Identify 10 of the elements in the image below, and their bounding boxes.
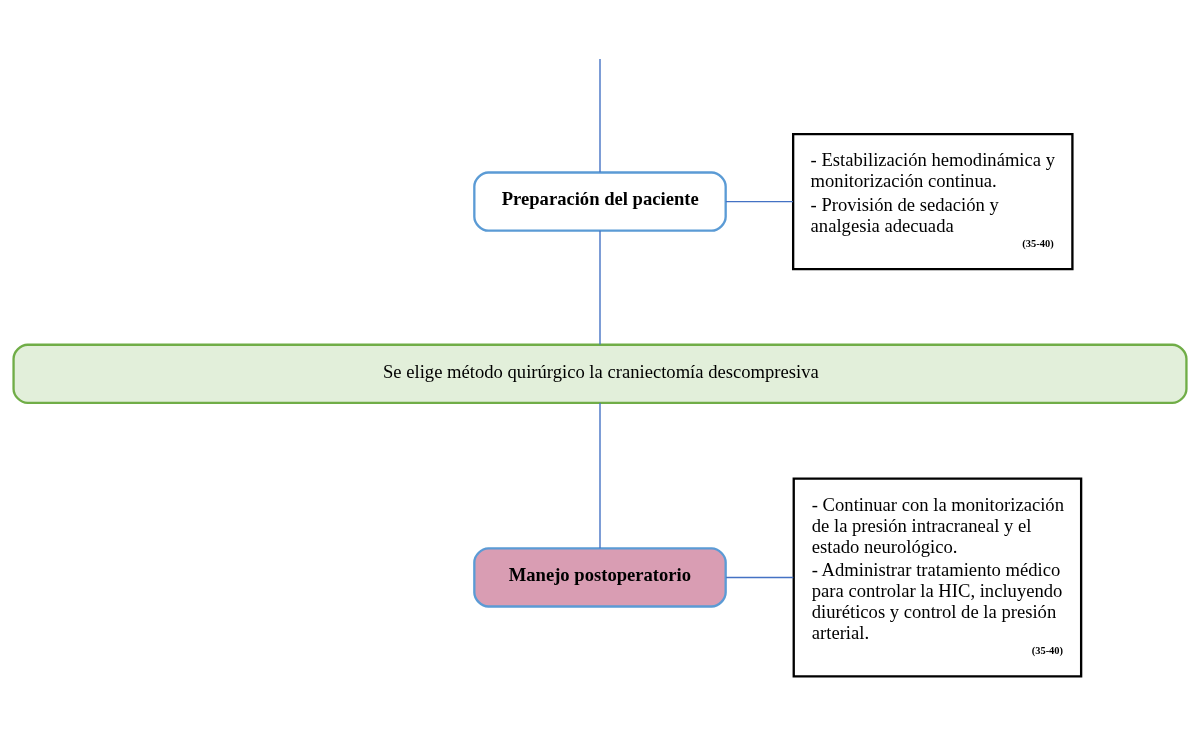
node-box: - Continuar con la monitorización de la presión intracraneal y el estado neurológico. - Administrar tratamiento médico para controlar la HIC, incluyendo diuréticos y control de la presión arterial. (35-40)	[792, 476, 1083, 677]
connector	[599, 57, 601, 173]
node-box: Manejo postoperatorio	[473, 546, 727, 608]
connector	[599, 401, 601, 549]
connector	[725, 576, 794, 578]
node-box: - Estabilización hemodinámica y monitorización continua. - Provisión de sedación y analgesia adecuada (35-40)	[792, 132, 1074, 270]
node-box: Se elige método quirúrgico la craniectomía descompresiva	[12, 343, 1188, 404]
connector	[599, 229, 601, 345]
node-box: Preparación del paciente	[473, 170, 727, 232]
connector	[725, 200, 794, 202]
